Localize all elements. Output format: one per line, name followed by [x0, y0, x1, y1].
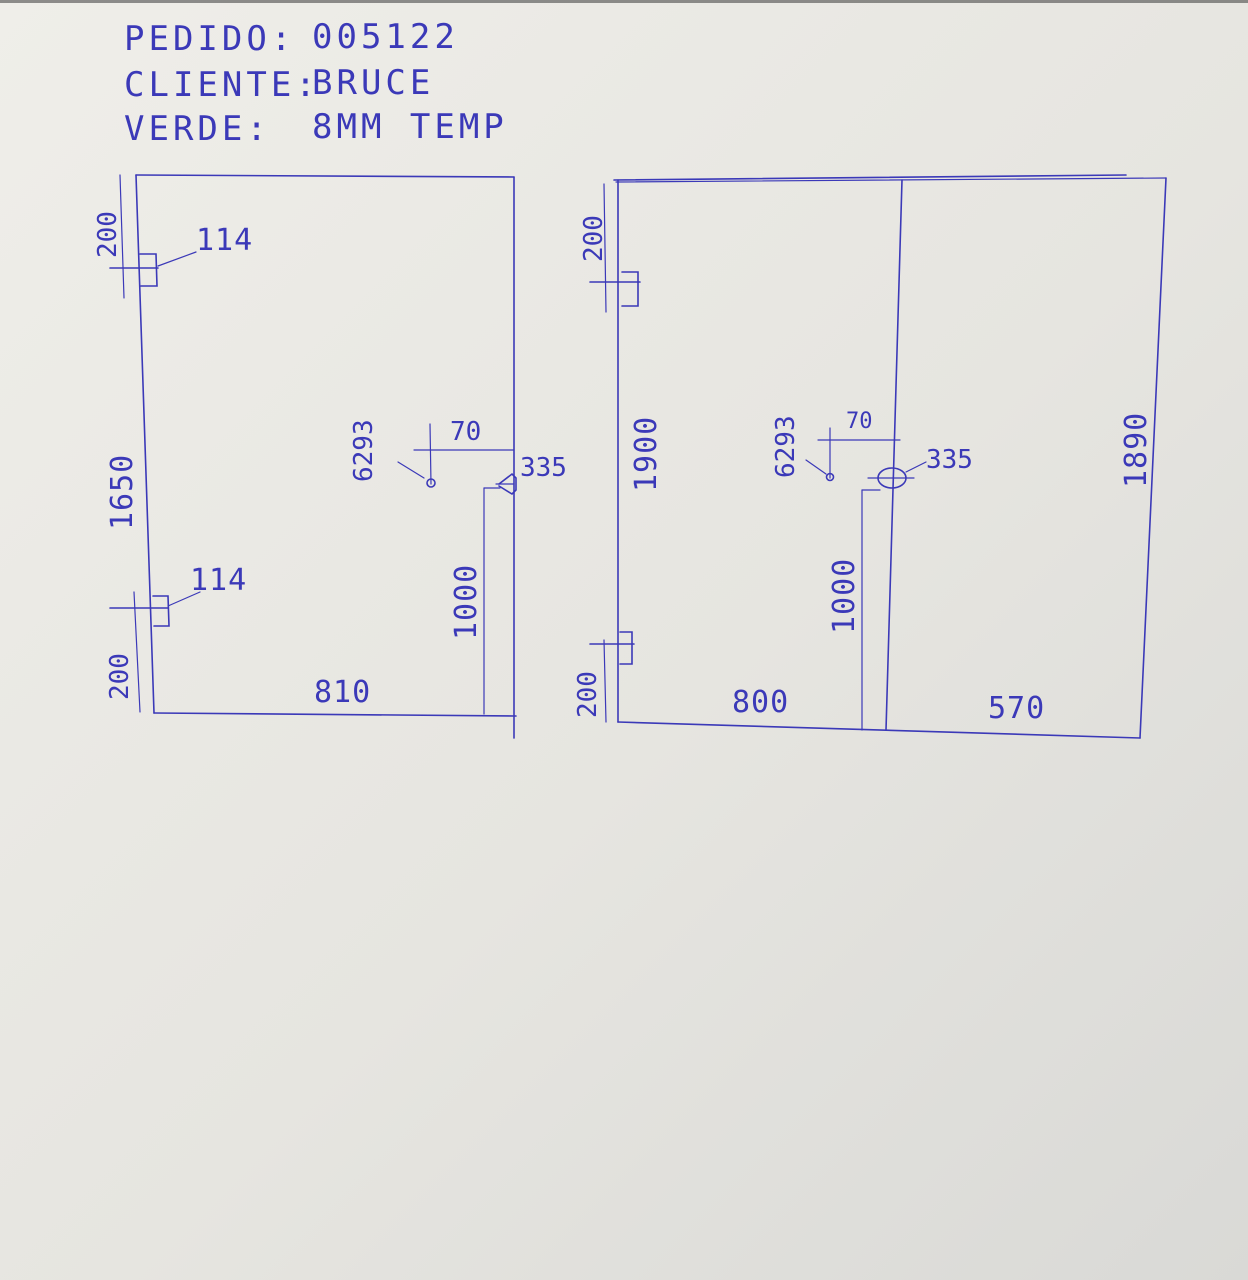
door-right-handle-code: 6293	[771, 415, 801, 478]
door-right-panel-divider	[885, 179, 903, 731]
door-right-bottom-edge	[617, 721, 1141, 739]
door-left-handle-hole	[426, 478, 436, 488]
door-left-drawing: 200 114 1650 114 200 6293 70 335 1000 81…	[93, 174, 567, 739]
door-left-dim-line-top	[119, 174, 125, 299]
paper-top-edge	[0, 0, 1248, 3]
door-right-right-edge	[1139, 177, 1167, 739]
door-right-handle-offset: 70	[846, 409, 873, 434]
door-left-hinge-bottom-leader	[167, 591, 201, 607]
door-left-lock-code: 335	[520, 453, 567, 483]
door-right-handle-hole	[825, 472, 835, 482]
door-left-width: 810	[314, 675, 371, 710]
glass-label: VERDE:	[124, 109, 271, 149]
door-right-hinge-bottom-offset: 200	[573, 671, 603, 718]
door-right-right-width: 570	[988, 691, 1045, 726]
door-right-lock-code: 335	[926, 445, 973, 475]
door-left-handle-offset: 70	[450, 417, 481, 447]
door-left-handle-leader	[397, 461, 425, 479]
door-right-hinge-bottom-symbol	[619, 631, 633, 665]
door-right-left-width: 800	[732, 685, 789, 720]
door-right-dim-line-bottom	[603, 639, 607, 723]
door-left-dim-line-bottom	[133, 591, 141, 713]
door-left-handle-height: 1000	[449, 564, 484, 640]
door-right-dim-line-top	[603, 183, 607, 313]
client-value: BRUCE	[312, 63, 434, 103]
door-left-handle-vertical-guide	[429, 423, 432, 485]
door-right-drawing: 200 1900 6293 70 335 1000 200 800 570 18…	[573, 174, 1167, 739]
door-left-hinge-bottom-offset: 200	[105, 653, 135, 700]
door-left-hinge-top-offset: 200	[93, 211, 123, 258]
glass-value: 8MM TEMP	[312, 107, 508, 147]
door-left-hinge-top-leader	[157, 251, 197, 267]
door-right-lock-leader	[905, 461, 927, 473]
door-right-handle-height: 1000	[827, 558, 862, 634]
door-right-left-height: 1900	[629, 416, 664, 492]
client-label: CLIENTE:	[124, 65, 320, 105]
door-right-hinge-top-symbol	[621, 271, 639, 307]
door-left-hinge-top-symbol	[139, 253, 158, 287]
door-left-hinge-span: 1650	[105, 454, 140, 530]
door-left-handle-code: 6293	[349, 419, 379, 482]
door-left-hinge-bottom-code: 114	[190, 563, 247, 598]
order-value: 005122	[312, 17, 459, 57]
door-right-handle-leader	[805, 459, 827, 475]
door-left-top-edge	[135, 174, 515, 178]
door-right-hinge-top-offset: 200	[579, 215, 609, 262]
door-right-top-edge	[613, 174, 1127, 181]
order-label: PEDIDO:	[124, 19, 295, 59]
door-left-hinge-bottom-symbol	[152, 595, 170, 627]
door-left-lock-symbol	[498, 472, 517, 496]
door-right-top-edge-2	[615, 177, 1167, 183]
door-right-right-height: 1890	[1119, 412, 1154, 488]
door-left-left-edge	[135, 174, 155, 714]
door-left-bottom-edge	[153, 712, 517, 717]
order-header: PEDIDO: 005122 CLIENTE: BRUCE VERDE: 8MM…	[124, 17, 508, 149]
door-left-hinge-top-code: 114	[196, 223, 253, 258]
